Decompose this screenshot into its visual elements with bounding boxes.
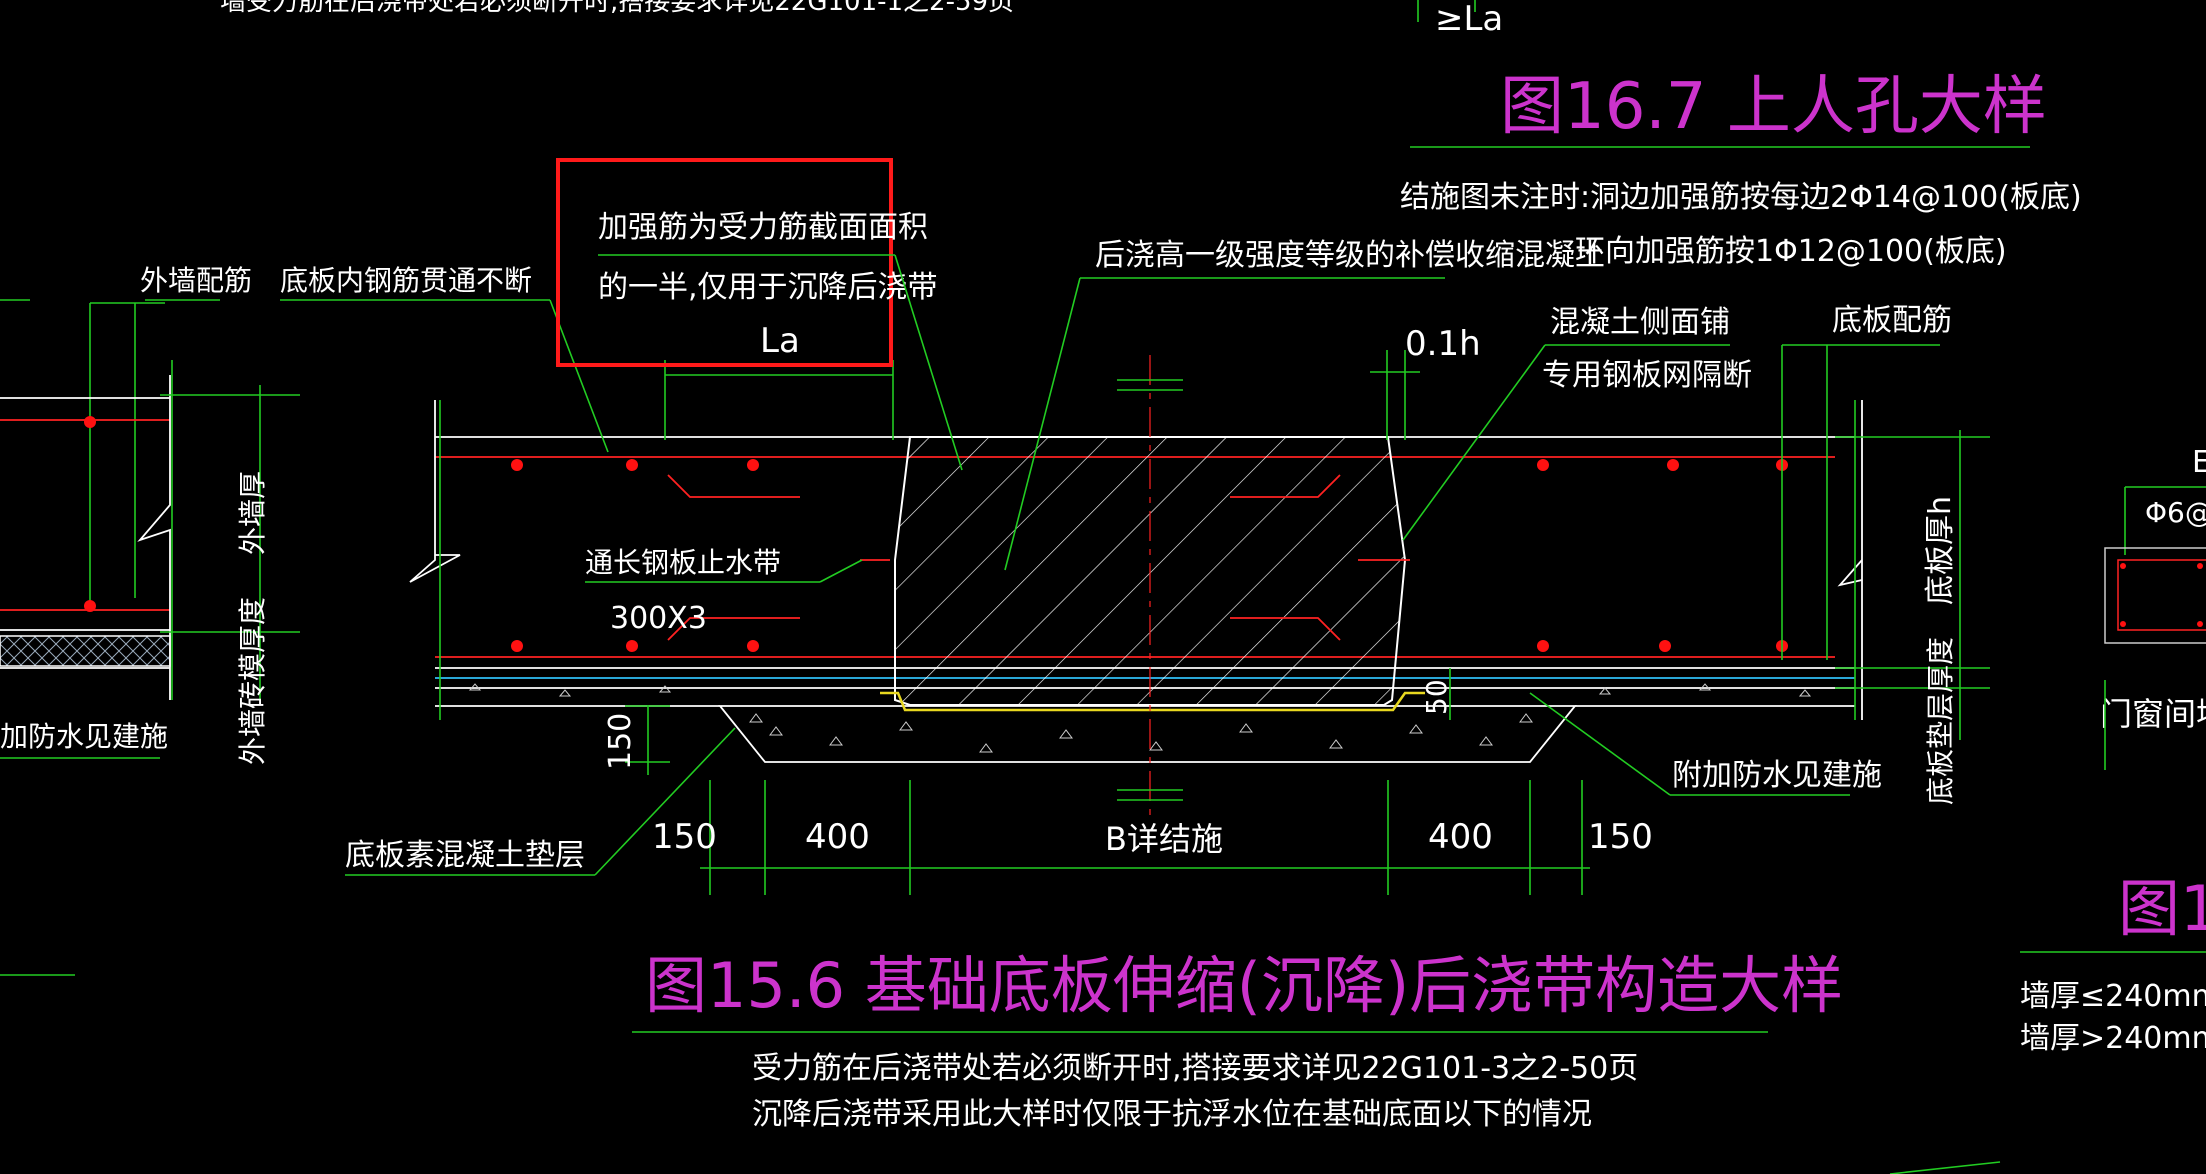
wall-note2: 墙厚>240mm:E= xyxy=(2020,1021,2206,1056)
post-pour-concrete-label: 后浇高一级强度等级的补偿收缩混凝土 xyxy=(1095,238,1605,273)
b-detail-label: B详结施 xyxy=(1105,820,1223,858)
door-window-label: 门窗间墙长 xyxy=(2100,695,2206,733)
post-pour-concrete-leader xyxy=(1004,277,1081,571)
dim-01h-label: 0.1h xyxy=(1405,324,1481,364)
highlight-callout-box xyxy=(556,158,893,367)
fig16-7-note2: 环向加强筋按1Φ12@100(板底) xyxy=(1575,234,2007,269)
fig16-7-title: 图16.7 上人孔大样 xyxy=(1500,70,2047,144)
rebar-dots xyxy=(511,459,1788,652)
outer-wall-thickness-label: 外墙厚 xyxy=(236,471,269,555)
callout-line1: 加强筋为受力筋截面面积 xyxy=(598,210,928,245)
cushion-thickness-label: 底板垫层厚度 xyxy=(1924,637,1957,805)
slab-thickness-label: 底板厚h xyxy=(1923,496,1958,605)
waterstop-rebar xyxy=(1230,474,1341,498)
dim-400-left-label: 400 xyxy=(805,817,870,857)
plain-concrete-cushion-label: 底板素混凝土垫层 xyxy=(345,838,585,873)
dim-150-right-label: 150 xyxy=(1588,817,1653,857)
fig16-partial-title: 图16 xyxy=(2118,872,2206,945)
waterstop-leader xyxy=(819,559,863,583)
wall-note1: 墙厚≤240mm:E= xyxy=(2020,979,2206,1014)
waterstop-rebar xyxy=(667,474,800,498)
waterproof-left-label: 加防水见建施 xyxy=(0,720,168,753)
cushion-aggregate xyxy=(468,683,1812,753)
dim-50-label: 50 xyxy=(1420,679,1453,715)
brick-mould-thickness-label: 外墙砖模厚度 xyxy=(236,597,269,765)
callout-la: La xyxy=(760,321,800,361)
waterproof-right-leader xyxy=(1529,692,1671,796)
concrete-side-label-1: 混凝土侧面铺 xyxy=(1550,305,1730,340)
right-section-box xyxy=(2104,547,2206,644)
fig15-6-note1: 受力筋在后浇带处若必须断开时,搭接要求详见22G101-3之2-50页 xyxy=(752,1051,1638,1086)
waterstop-rebar xyxy=(1230,617,1341,641)
bottom-dim-chain xyxy=(700,780,1590,895)
waterstop-rebar xyxy=(667,617,800,641)
concrete-side-label-2: 专用钢板网隔断 xyxy=(1542,358,1752,393)
dim-150-left-label: 150 xyxy=(652,817,717,857)
bottom-corner-line xyxy=(1889,1161,2001,1174)
fig15-6-note2: 沉降后浇带采用此大样时仅限于抗浮水位在基础底面以下的情况 xyxy=(752,1097,1592,1132)
dim-150-vert-label: 150 xyxy=(603,713,638,770)
slab-rebar-through-label: 底板内钢筋贯通不断 xyxy=(280,264,532,297)
steel-mesh-yellow xyxy=(880,691,1425,712)
right-section-rebar xyxy=(2117,559,2206,631)
callout-line2: 的一半,仅用于沉降后浇带 xyxy=(598,270,938,305)
fig15-6-title: 图15.6 基础底板伸缩(沉降)后浇带构造大样 xyxy=(645,949,1843,1022)
right-phi-label: Φ6@ xyxy=(2145,496,2206,529)
outer-wall-rebar-label: 外墙配筋 xyxy=(140,264,252,297)
waterproof-right-label: 附加防水见建施 xyxy=(1672,758,1882,793)
top-la-label: ≥La xyxy=(1435,0,1503,39)
callout-leader xyxy=(894,254,963,471)
slab-rebar-label: 底板配筋 xyxy=(1832,303,1952,338)
fig16-7-note1: 结施图未注时:洞边加强筋按每边2Φ14@100(板底) xyxy=(1400,180,2082,215)
plain-cushion-leader xyxy=(594,727,736,876)
outer-wall xyxy=(0,299,300,976)
top-note: 墙受力筋在后浇带处若必须断开时,搭接要求详见22G101-1之2-59页 xyxy=(220,0,1014,17)
waterstop-size-label: 300X3 xyxy=(610,601,707,636)
dim-400-right-label: 400 xyxy=(1428,817,1493,857)
right-e-label: E xyxy=(2192,445,2206,480)
concrete-side-leader xyxy=(1402,344,1546,541)
steel-waterstop-label: 通长钢板止水带 xyxy=(585,546,781,579)
